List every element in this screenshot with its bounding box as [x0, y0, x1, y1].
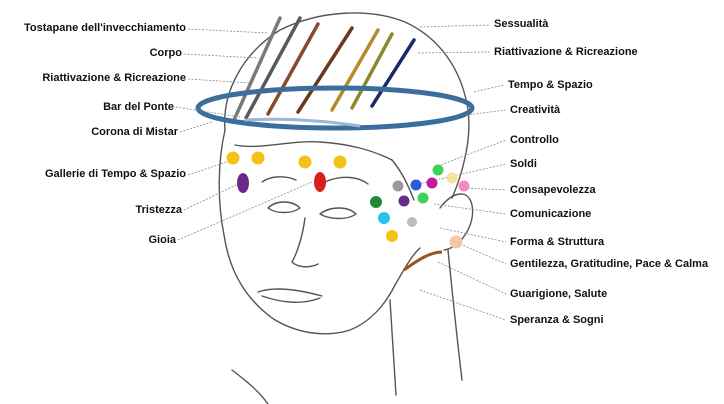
point-dark-green: [370, 196, 382, 208]
shoulder-left: [231, 369, 269, 404]
label-right-8: Forma & Struttura: [510, 236, 605, 248]
point-purple: [237, 173, 249, 193]
strip-brown-dark: [296, 26, 354, 114]
mouth: [257, 288, 323, 303]
point-yellow-jaw: [386, 230, 398, 242]
strip-gold: [330, 28, 380, 112]
point-yellow: [333, 155, 347, 169]
point-light-green: [432, 164, 444, 176]
nose: [291, 217, 319, 268]
eye-left: [267, 201, 301, 214]
strip-brown: [266, 22, 320, 116]
jaw-line: [394, 247, 421, 286]
label-left-1: Corpo: [149, 47, 182, 59]
label-left-6: Tristezza: [135, 204, 182, 216]
label-right-3: Creatività: [510, 104, 561, 116]
crown-band: [195, 85, 475, 131]
label-left-4: Corona di Mistar: [91, 126, 178, 138]
label-right-9: Gentilezza, Gratitudine, Pace & Calma: [510, 258, 709, 270]
label-right-11: Speranza & Sogni: [510, 314, 604, 326]
leader-lines: [175, 24, 507, 321]
point-gray-cheek: [407, 217, 417, 227]
label-left-7: Gioia: [148, 234, 176, 246]
point-pink: [458, 180, 470, 192]
bridge-bar: [244, 117, 361, 128]
point-green: [417, 192, 429, 204]
head-outline: [218, 12, 474, 404]
point-blue: [410, 179, 422, 191]
neck-strip: [403, 250, 443, 272]
label-left-2: Riattivazione & Ricreazione: [42, 72, 186, 84]
label-right-4: Controllo: [510, 134, 559, 146]
label-left-0: Tostapane dell'invecchiamento: [24, 22, 186, 34]
label-left-3: Bar del Ponte: [103, 101, 174, 113]
point-light-yellow: [446, 172, 458, 184]
point-yellow: [251, 151, 265, 165]
label-right-0: Sessualità: [494, 18, 549, 30]
label-right-6: Consapevolezza: [510, 184, 596, 196]
strip-navy: [370, 38, 416, 108]
brow-left: [261, 176, 297, 183]
access-points: [226, 151, 470, 249]
point-yellow: [226, 151, 240, 165]
point-cyan: [378, 212, 390, 224]
point-yellow: [298, 155, 312, 169]
hair-side: [391, 159, 415, 201]
label-right-10: Guarigione, Salute: [510, 288, 608, 300]
label-right-1: Riattivazione & Ricreazione: [494, 46, 638, 58]
bar-strips: [232, 16, 416, 122]
neck-front: [389, 299, 397, 396]
point-purple-small: [398, 195, 410, 207]
label-right-5: Soldi: [510, 158, 537, 170]
label-right-2: Tempo & Spazio: [508, 79, 593, 91]
label-right-7: Comunicazione: [510, 208, 592, 220]
strip-olive: [350, 32, 394, 110]
point-red: [314, 172, 326, 192]
label-left-5: Gallerie di Tempo & Spazio: [45, 168, 186, 180]
hair-fringe: [234, 141, 393, 161]
strip-gray-light: [232, 16, 282, 122]
eye-right: [319, 207, 357, 220]
strip-gray-dark: [244, 16, 302, 120]
skull-outline: [223, 12, 470, 199]
point-gray: [392, 180, 404, 192]
neck-back: [447, 249, 463, 381]
point-magenta: [426, 177, 438, 189]
brow-right: [324, 176, 369, 185]
face-contour: [218, 129, 396, 335]
point-peach: [449, 235, 463, 249]
